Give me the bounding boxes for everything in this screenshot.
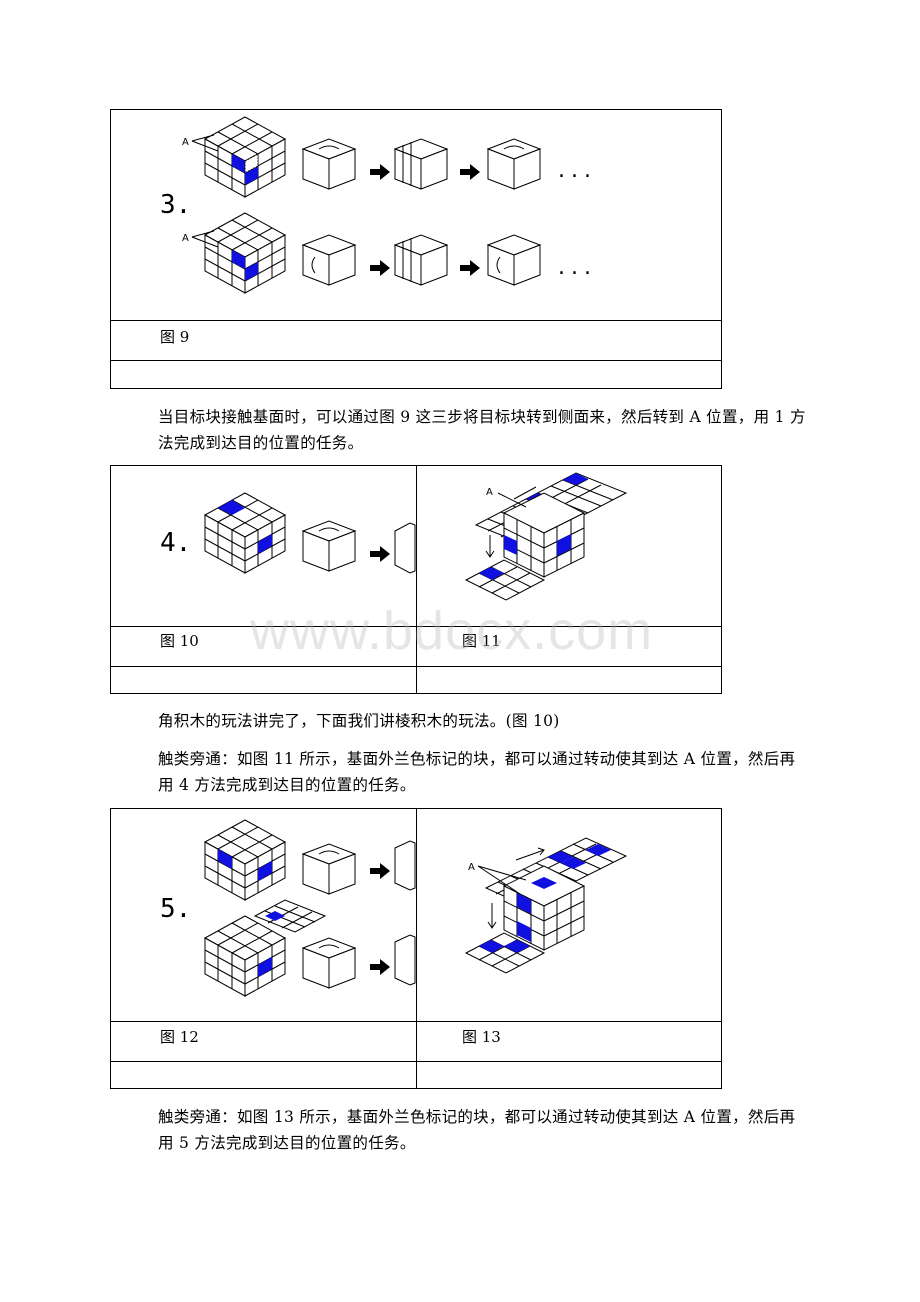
figure-13-illustration: A — [464, 837, 628, 974]
figure-10-illustration — [203, 492, 416, 574]
figure-10-11-table — [110, 465, 722, 694]
figure-10-caption: 图 10 — [160, 632, 199, 650]
small-cube-6 — [486, 234, 542, 286]
arrow-4 — [460, 260, 480, 276]
ellipsis-1: ... — [558, 158, 597, 183]
paragraph-2-text: 角积木的玩法讲完了，下面我们讲棱积木的玩法。(图 10) — [158, 712, 560, 730]
small-cube-1 — [301, 138, 357, 190]
small-cube-2 — [393, 138, 449, 190]
ellipsis-2: ... — [558, 255, 597, 280]
step-3-label: 3. — [160, 190, 192, 220]
paragraph-2: 角积木的玩法讲完了，下面我们讲棱积木的玩法。(图 10) — [110, 708, 810, 734]
cube-diagram-bottom — [203, 212, 287, 294]
paragraph-4-text: 触类旁通：如图 13 所示，基面外兰色标记的块，都可以通过转动使其到达 A 位置… — [158, 1108, 796, 1152]
step-5-label: 5. — [160, 894, 192, 924]
figure-12-illustration — [203, 819, 416, 997]
label-a-4: A — [468, 862, 475, 873]
small-cube-5 — [393, 234, 449, 286]
step-4-label: 4. — [160, 528, 192, 558]
arrow-2 — [460, 164, 480, 180]
watermark: www.bdocx.com — [250, 601, 654, 661]
cube-diagram-top — [203, 116, 287, 198]
small-cube-4 — [301, 234, 357, 286]
arrow-1 — [370, 164, 390, 180]
figure-11-illustration: A — [464, 472, 628, 601]
figure-9-caption: 图 9 — [160, 328, 190, 346]
paragraph-1-text: 当目标块接触基面时，可以通过图 9 这三步将目标块转到侧面来，然后转到 A 位置… — [158, 408, 806, 452]
arrow-3 — [370, 260, 390, 276]
label-a-3: A — [486, 487, 493, 498]
paragraph-3: 触类旁通：如图 11 所示，基面外兰色标记的块，都可以通过转动使其到达 A 位置… — [110, 746, 810, 798]
label-a-1: A — [182, 137, 189, 148]
figure-12-caption: 图 12 — [160, 1028, 199, 1046]
figure-11-caption: 图 11 — [462, 632, 501, 650]
figure-9-illustration: A A — [182, 116, 542, 294]
figure-13-caption: 图 13 — [462, 1028, 501, 1046]
paragraph-1: 当目标块接触基面时，可以通过图 9 这三步将目标块转到侧面来，然后转到 A 位置… — [110, 404, 810, 456]
paragraph-4: 触类旁通：如图 13 所示，基面外兰色标记的块，都可以通过转动使其到达 A 位置… — [110, 1104, 810, 1156]
label-a-2: A — [182, 233, 189, 244]
paragraph-3-text: 触类旁通：如图 11 所示，基面外兰色标记的块，都可以通过转动使其到达 A 位置… — [158, 750, 796, 794]
small-cube-3 — [486, 138, 542, 190]
